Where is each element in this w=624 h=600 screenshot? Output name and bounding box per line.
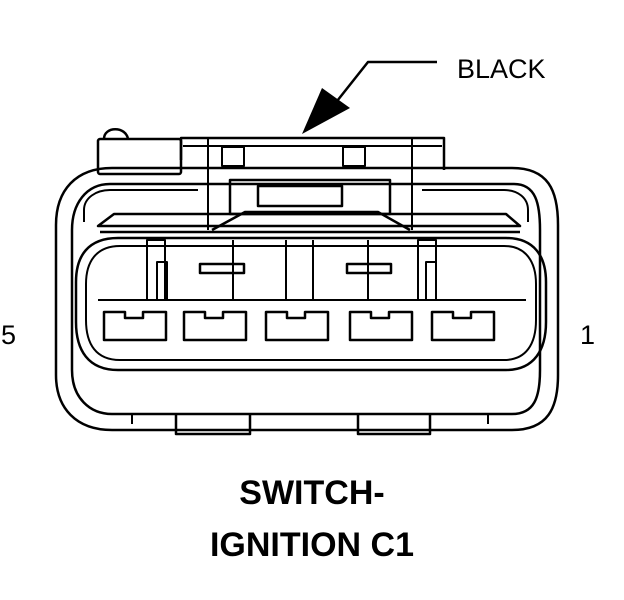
diagram-title-line-2: IGNITION C1 [209,526,415,564]
diagram-title-line-1: SWITCH- [239,474,385,512]
connector-feet [131,414,489,436]
leader-arrow [302,60,437,134]
cavity-3 [264,310,330,342]
pin-number-left: 5 [1,320,17,350]
cavity-5 [102,310,168,342]
wire-color-label: BLACK [457,54,546,84]
terminal-cavities [102,310,496,342]
cavity-1 [430,310,496,342]
cavity-housing [74,212,548,372]
connector-shell [54,166,560,432]
cavity-2 [348,310,414,342]
arrow-head [302,88,350,134]
cavity-4 [182,310,248,342]
pin-number-right: 1 [580,320,596,350]
connector-latch [96,128,446,232]
